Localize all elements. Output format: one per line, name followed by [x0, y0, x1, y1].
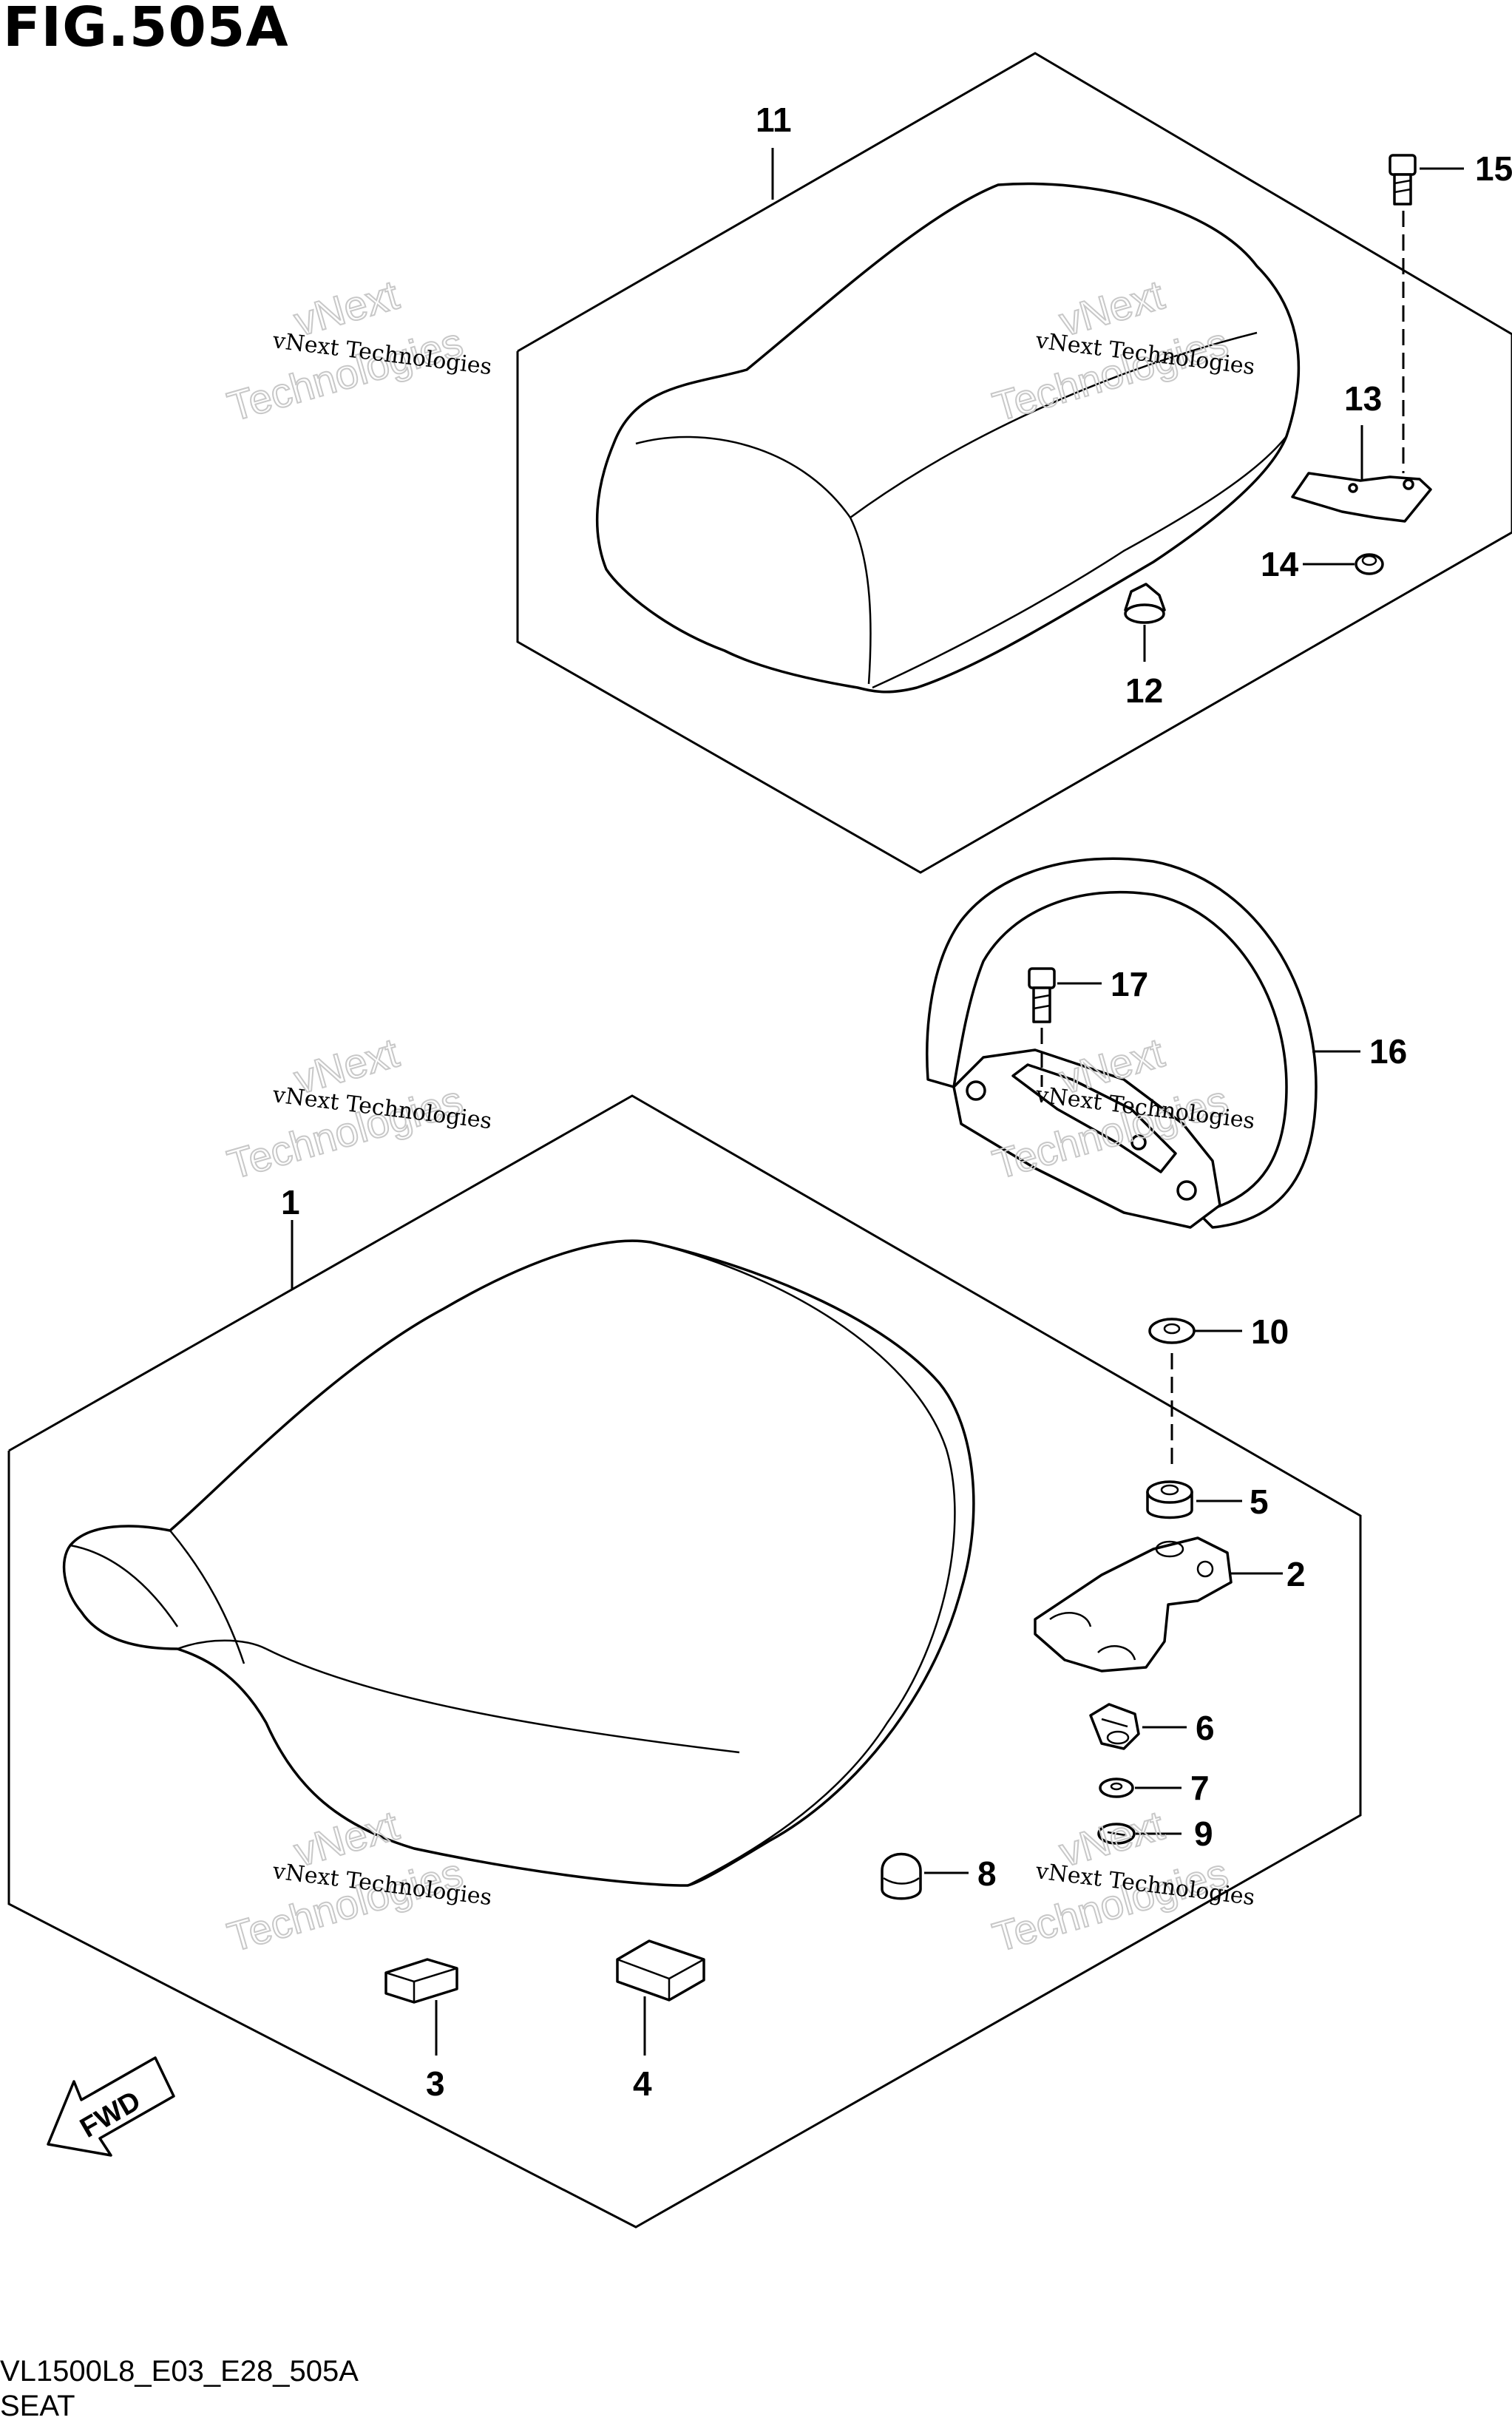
figure-title: FIG.505A — [3, 0, 289, 59]
callout-10: 10 — [1251, 1312, 1289, 1351]
pad-3-icon — [384, 1958, 458, 2004]
clip-6-icon — [1089, 1703, 1140, 1750]
callout-3: 3 — [426, 2064, 445, 2103]
upper-group-outline — [516, 52, 1512, 874]
pillion-seat — [595, 182, 1301, 694]
callout-7: 7 — [1190, 1769, 1210, 1807]
callout-15: 15 — [1475, 149, 1512, 188]
cushion-12-icon — [1124, 583, 1166, 624]
watermark-middle-left: vNext Technologies vNext Technologies — [222, 1028, 493, 1188]
bolt-17-icon — [1028, 967, 1056, 1023]
pad-4-icon — [616, 1939, 705, 2002]
washer-7-icon — [1099, 1778, 1134, 1798]
svg-text:Technologies: Technologies — [988, 1849, 1233, 1961]
figure-name: SEAT — [0, 2390, 75, 2422]
callout-6: 6 — [1196, 1709, 1215, 1747]
svg-text:Technologies: Technologies — [223, 1849, 468, 1961]
lower-group-outline — [7, 1094, 1362, 2229]
callout-2: 2 — [1286, 1555, 1306, 1593]
callout-9: 9 — [1194, 1814, 1213, 1853]
watermark-lower-right: vNext Technologies vNext Technologies — [987, 1800, 1256, 1961]
callout-4: 4 — [633, 2064, 652, 2103]
washer-10-icon — [1148, 1318, 1196, 1344]
callout-12: 12 — [1125, 671, 1163, 710]
main-seat — [62, 1239, 975, 1887]
callout-17: 17 — [1111, 965, 1148, 1003]
bracket-13-icon — [1291, 472, 1432, 523]
cushion-5-icon — [1146, 1480, 1193, 1519]
bracket-2-icon — [1034, 1536, 1233, 1673]
callout-8: 8 — [977, 1854, 997, 1893]
callout-11: 11 — [756, 101, 792, 139]
figure-code: VL1500L8_E03_E28_505A — [0, 2355, 359, 2388]
callout-14: 14 — [1261, 545, 1299, 583]
watermark-upper-left: vNext Technologies vNext Technologies — [222, 270, 493, 430]
bolt-15-icon — [1389, 154, 1417, 206]
callout-1: 1 — [281, 1183, 300, 1221]
fwd-arrow-icon: FWD — [47, 2056, 175, 2157]
cap-nut-8-icon — [881, 1852, 922, 1900]
nut-14-icon — [1355, 553, 1384, 575]
grab-rail-16 — [926, 857, 1318, 1229]
callout-5: 5 — [1250, 1482, 1269, 1521]
screw-9-icon — [1097, 1823, 1136, 1845]
callout-13: 13 — [1344, 379, 1382, 418]
svg-text:Technologies: Technologies — [223, 319, 468, 430]
callout-16: 16 — [1369, 1032, 1407, 1071]
